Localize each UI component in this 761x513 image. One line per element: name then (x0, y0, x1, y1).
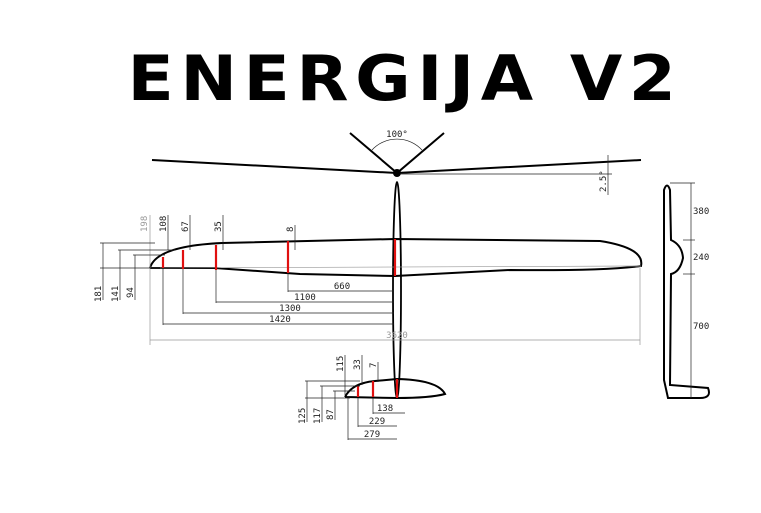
tail-top-view: 115 33 7 125 117 87 138 229 279 (298, 355, 447, 440)
dim-94: 94 (126, 287, 136, 298)
dim-8: 8 (286, 227, 296, 232)
front-view: 100° 2.5° (151, 130, 642, 195)
stabilizer-top (344, 377, 447, 400)
vtail-angle-arc (371, 138, 423, 151)
fuselage-top (392, 181, 402, 399)
dim-35: 35 (214, 221, 224, 232)
dim-67: 67 (181, 221, 191, 232)
fuselage-side (663, 184, 710, 399)
wing-chord-markers (161, 239, 397, 276)
dim-33: 33 (353, 359, 363, 370)
top-view: 198 108 67 35 8 181 141 94 660 1100 1300… (94, 181, 643, 399)
dim-181: 181 (94, 286, 104, 302)
dim-115: 115 (336, 356, 346, 372)
dim-1100: 1100 (294, 293, 316, 303)
dim-117: 117 (313, 408, 323, 424)
dim-87: 87 (326, 409, 336, 420)
vtail-angle-label: 100° (386, 130, 408, 140)
fuselage-front (393, 169, 401, 177)
title: ENERGIJA V2 (128, 42, 683, 115)
dim-240: 240 (693, 253, 709, 263)
dim-108: 108 (159, 216, 169, 232)
dim-380: 380 (693, 207, 709, 217)
dim-1420: 1420 (269, 315, 291, 325)
dim-7: 7 (369, 363, 379, 368)
dim-700: 700 (693, 322, 709, 332)
dim-3620: 3620 (386, 331, 408, 341)
dim-141: 141 (111, 286, 121, 302)
dihedral-label: 2.5° (599, 170, 609, 192)
side-view: 380 240 700 (663, 182, 710, 399)
dim-1300: 1300 (279, 304, 301, 314)
dim-198: 198 (140, 216, 150, 232)
dim-138: 138 (377, 404, 393, 414)
dim-279: 279 (364, 430, 380, 440)
dim-660: 660 (334, 282, 350, 292)
dim-229: 229 (369, 417, 385, 427)
wing-top (149, 237, 643, 278)
dim-125: 125 (298, 408, 308, 424)
